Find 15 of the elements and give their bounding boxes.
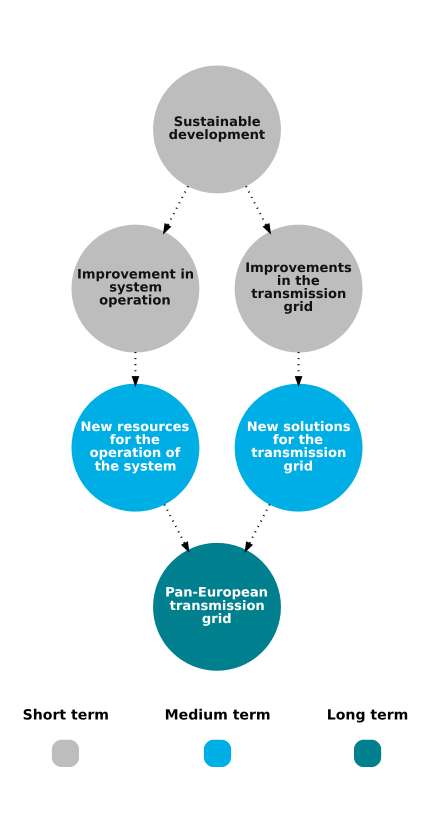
node-circle: Pan-European transmission grid (153, 542, 281, 671)
node-circle: Improvement in system operation (72, 224, 200, 353)
arrow (294, 352, 302, 388)
arrow (162, 186, 189, 235)
arrow (244, 504, 270, 553)
node-circle: New solutions for the transmission grid (234, 384, 363, 512)
arrow (245, 186, 272, 235)
node-circle: New resources for the operation of the system (72, 384, 200, 512)
arrow (132, 352, 140, 388)
legend-label: Short term (22, 707, 109, 724)
node-circle: Improvements in the transmission grid (234, 224, 363, 353)
legend-label: Medium term (164, 707, 271, 724)
legend-label: Long term (326, 707, 408, 724)
node-circle: Sustainable development (153, 66, 281, 194)
arrow (164, 504, 190, 553)
